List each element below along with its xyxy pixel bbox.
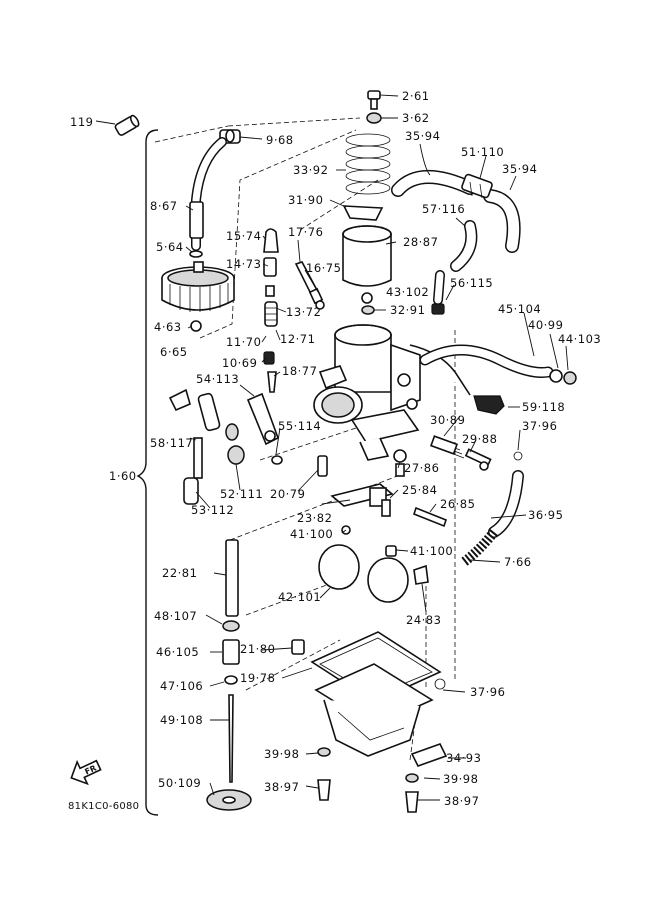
- callout-13-72: 13·72: [286, 305, 321, 319]
- callout-37-96: 37·96: [522, 419, 557, 433]
- callout-36-95: 36·95: [528, 508, 563, 522]
- callout-33-92: 33·92: [293, 163, 328, 177]
- svg-text:FR: FR: [83, 763, 97, 776]
- callout-20-79: 20·79: [270, 487, 305, 501]
- callout-37-96: 37·96: [470, 685, 505, 699]
- part-top-cap-4: [161, 261, 235, 312]
- callout-50-109: 50·109: [158, 776, 201, 790]
- callout-35-94: 35·94: [405, 129, 440, 143]
- callout-30-89: 30·89: [430, 413, 465, 427]
- callout-12-71: 12·71: [280, 332, 315, 346]
- callout-4-63: 4·63: [154, 320, 182, 334]
- callout-25-84: 25·84: [402, 483, 437, 497]
- callout-39-98: 39·98: [264, 747, 299, 761]
- callout-52-111: 52·111: [220, 487, 263, 501]
- callout-5-64: 5·64: [156, 240, 184, 254]
- part-spring-33: [345, 133, 391, 195]
- callout-45-104: 45·104: [498, 302, 541, 316]
- part-cap-119: [114, 114, 140, 136]
- callout-51-110: 51·110: [461, 145, 504, 159]
- part-float-bowl: [314, 663, 434, 757]
- part-throttle-valve-28: [342, 225, 392, 287]
- callout-3-62: 3·62: [402, 111, 430, 125]
- callout-11-70: 11·70: [226, 335, 261, 349]
- part-joint-51: [461, 173, 493, 199]
- callout-7-66: 7·66: [504, 555, 532, 569]
- callout-23-82: 23·82: [297, 511, 332, 525]
- callout-9-68: 9·68: [266, 133, 294, 147]
- callout-29-88: 29·88: [462, 432, 497, 446]
- callout-44-103: 44·103: [558, 332, 601, 346]
- callout-18-77: 18·77: [282, 364, 317, 378]
- callout-27-86: 27·86: [404, 461, 439, 475]
- callout-31-90: 31·90: [288, 193, 323, 207]
- callout-14-73: 14·73: [226, 257, 261, 271]
- callout-42-101: 42·101: [278, 590, 321, 604]
- callout-55-114: 55·114: [278, 419, 321, 433]
- callout-47-106: 47·106: [160, 679, 203, 693]
- callout-35-94: 35·94: [502, 162, 537, 176]
- callout-58-117: 58·117: [150, 436, 193, 450]
- callout-17-76: 17·76: [288, 225, 323, 239]
- callout-2-61: 2·61: [402, 89, 430, 103]
- callout-15-74: 15·74: [226, 229, 261, 243]
- callout-28-87: 28·87: [403, 235, 438, 249]
- callout-24-83: 24·83: [406, 613, 441, 627]
- callout-6-65: 6·65: [160, 345, 188, 359]
- part-drawings: [114, 90, 577, 813]
- leader-lines: [95, 94, 569, 801]
- callout-19-78: 19·78: [240, 671, 275, 685]
- callout-119: 119: [70, 115, 93, 129]
- assembly-label: 1·60: [109, 469, 137, 483]
- callout-38-97: 38·97: [264, 780, 299, 794]
- callout-49-108: 49·108: [160, 713, 203, 727]
- callout-32-91: 32·91: [390, 303, 425, 317]
- callout-46-105: 46·105: [156, 645, 199, 659]
- callout-54-113: 54·113: [196, 372, 239, 386]
- callout-48-107: 48·107: [154, 609, 197, 623]
- callout-10-69: 10·69: [222, 356, 257, 370]
- callout-16-75: 16·75: [306, 261, 341, 275]
- callout-53-112: 53·112: [191, 503, 234, 517]
- callout-43-102: 43·102: [386, 285, 429, 299]
- callout-41-100: 41·100: [410, 544, 453, 558]
- fr-arrow-icon: FR: [70, 759, 102, 786]
- callout-26-85: 26·85: [440, 497, 475, 511]
- callout-41-100: 41·100: [290, 527, 333, 541]
- callout-21-80: 21·80: [240, 642, 275, 656]
- callout-39-98: 39·98: [443, 772, 478, 786]
- callout-38-97: 38·97: [444, 794, 479, 808]
- figure-code: 81K1C0-6080: [68, 801, 139, 812]
- callout-labels: 2·61 3·62 119 9·68 35·94 51·110 35·94 33…: [70, 89, 601, 808]
- part-carburetor-body: [313, 324, 471, 461]
- callout-59-118: 59·118: [522, 400, 565, 414]
- assembly-brace: [136, 129, 159, 816]
- part-screw-2: [367, 90, 381, 110]
- callout-22-81: 22·81: [162, 566, 197, 580]
- callout-57-116: 57·116: [422, 202, 465, 216]
- callout-56-115: 56·115: [450, 276, 493, 290]
- callout-8-67: 8·67: [150, 199, 178, 213]
- callout-40-99: 40·99: [528, 318, 563, 332]
- callout-34-93: 34·93: [446, 751, 481, 765]
